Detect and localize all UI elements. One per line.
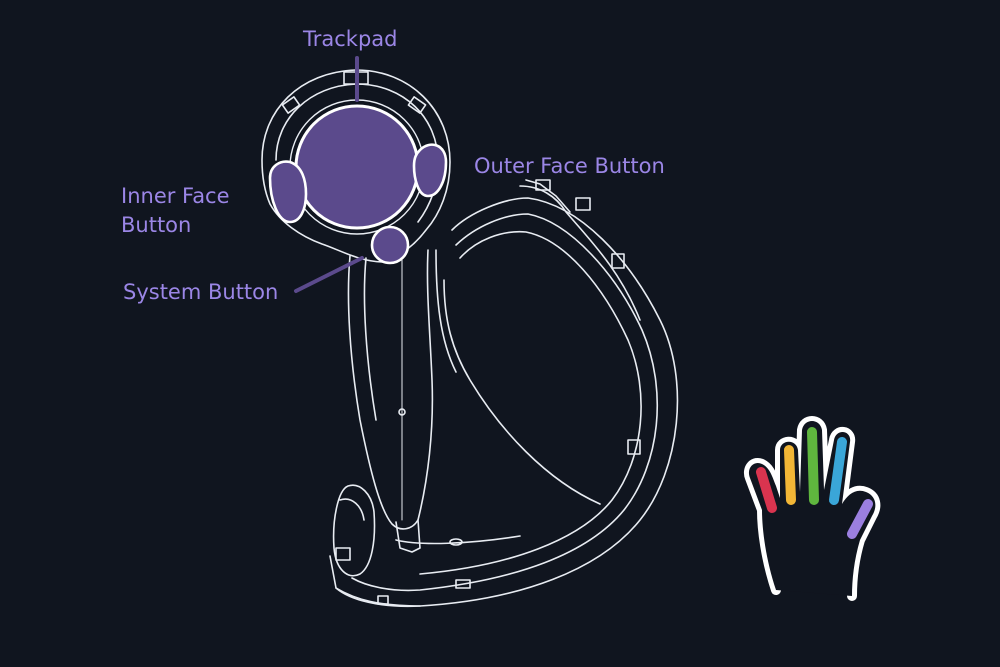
hand-icon [744, 416, 881, 601]
system-button-label: System Button [123, 280, 279, 304]
inner-face-button-highlight [268, 160, 308, 224]
trackpad-label: Trackpad [303, 27, 398, 51]
inner-face-button-label-line2: Button [121, 213, 192, 237]
inner-face-button-label-line1: Inner Face [121, 184, 230, 208]
finger-pinky [847, 499, 873, 539]
controller-handle-outline [347, 249, 434, 530]
strap-inner-edge [351, 213, 659, 592]
outer-face-button-highlight [412, 143, 448, 198]
outer-face-button-label: Outer Face Button [474, 154, 665, 178]
system-button-highlight [370, 225, 410, 265]
trackpad-highlight [294, 104, 420, 230]
finger-index [784, 445, 796, 505]
system-button-leader-line [294, 256, 364, 293]
finger-middle [807, 427, 819, 505]
trigger-outline [332, 484, 376, 577]
finger-thumb [756, 467, 777, 513]
finger-ring [829, 437, 847, 505]
